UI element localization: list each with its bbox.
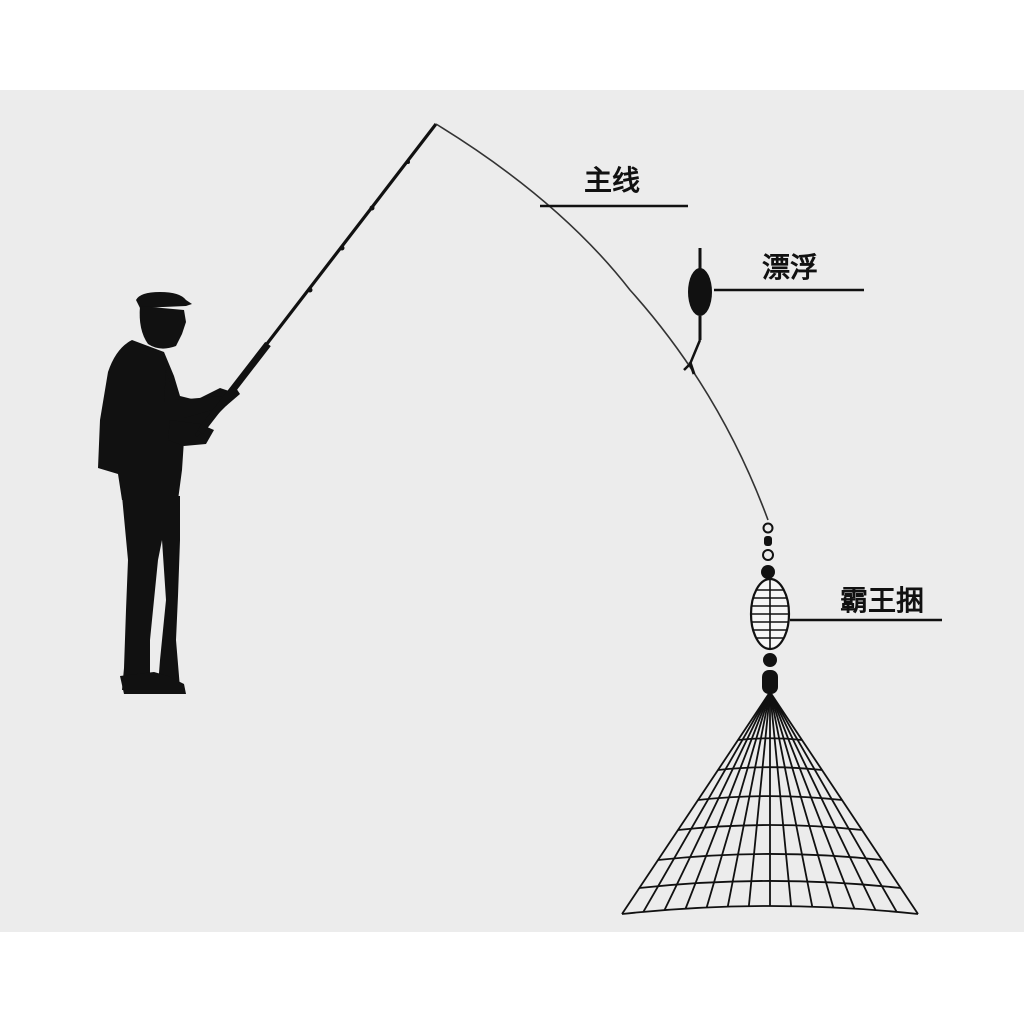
net-strand [705,691,771,908]
sinker-icon [762,653,778,694]
net-strand [747,691,771,907]
main-fishing-line [435,123,769,521]
net-strand [663,691,771,911]
net-ring [697,795,843,801]
swivel-icon [761,522,775,579]
main-line-label: 主线 [584,164,641,197]
net-strand [769,691,814,907]
net-strand [642,691,771,913]
net-strand [726,691,771,907]
net-strand [769,691,856,910]
net-strand [769,691,793,907]
float-icon [683,248,712,375]
net-ring [621,905,919,915]
net-strand [769,691,898,913]
net-strand [621,691,771,915]
net-ring [717,766,823,771]
net-ring [657,853,883,861]
fisherman-silhouette [98,292,240,694]
net-ring [639,880,901,889]
fishing-rod [194,123,438,437]
net-ring [677,824,863,831]
net-ring [737,737,803,741]
float-label: 漂浮 [762,251,819,284]
net-strand [769,691,919,915]
fishing-net [621,691,919,915]
net-strand [769,691,835,908]
net-strand [684,691,771,910]
feeder-label: 霸王捆 [840,584,925,617]
feeder-cage-icon [749,577,791,651]
net-strand [769,691,877,911]
